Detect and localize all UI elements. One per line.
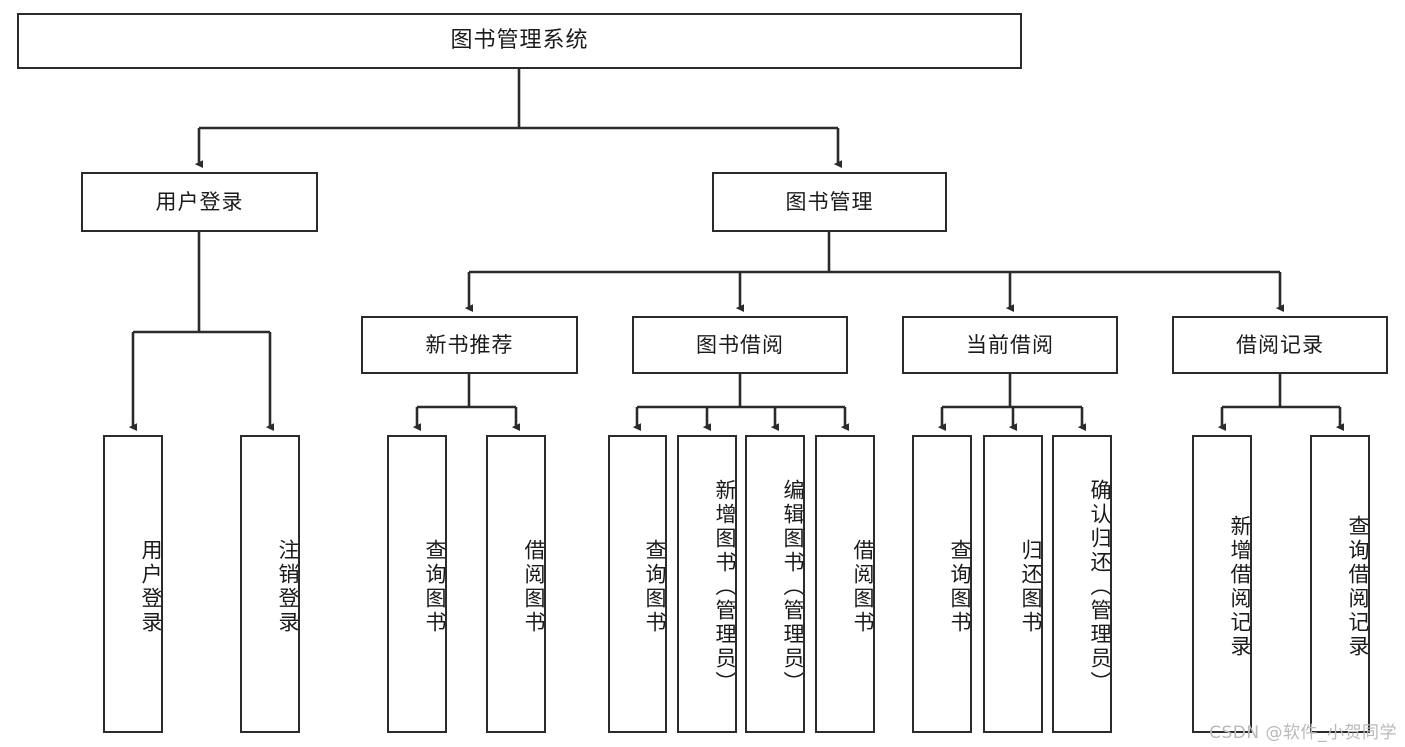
leaf-add-borrow-record[interactable]: 新增借阅记录 [1192,435,1252,733]
leaf-edit-book-admin[interactable]: 编辑图书（管理员） [745,435,805,733]
node-label: 用户登录 [139,539,163,635]
node-label: 新增图书（管理员） [713,479,737,695]
node-label: 图书管理 [785,189,874,214]
leaf-add-book-admin[interactable]: 新增图书（管理员） [677,435,737,733]
node-label: 新书推荐 [425,332,514,357]
node-label: 注销登录 [276,539,300,635]
node-label: 用户登录 [155,189,244,214]
node-label: 查询图书 [643,539,667,635]
leaf-query-books-recommend[interactable]: 查询图书 [387,435,447,733]
leaf-confirm-return-admin[interactable]: 确认归还（管理员） [1052,435,1112,733]
node-book-management[interactable]: 图书管理 [712,172,947,232]
leaf-return-books[interactable]: 归还图书 [983,435,1043,733]
leaf-borrow-books-recommend[interactable]: 借阅图书 [486,435,546,733]
node-user-login[interactable]: 用户登录 [81,172,318,232]
node-label: 确认归还（管理员） [1088,479,1112,695]
node-root[interactable]: 图书管理系统 [17,13,1022,69]
node-label: 查询借阅记录 [1346,515,1370,659]
node-current-borrow[interactable]: 当前借阅 [902,316,1118,374]
leaf-logout[interactable]: 注销登录 [240,435,300,733]
node-label: 借阅图书 [522,539,546,635]
node-label: 查询图书 [423,539,447,635]
leaf-query-borrow-record[interactable]: 查询借阅记录 [1310,435,1370,733]
node-label: 归还图书 [1019,539,1043,635]
node-label: 编辑图书（管理员） [781,479,805,695]
leaf-query-books-current[interactable]: 查询图书 [912,435,972,733]
node-book-borrow[interactable]: 图书借阅 [632,316,848,374]
node-label: 查询图书 [948,539,972,635]
leaf-query-books-borrow[interactable]: 查询图书 [608,435,667,733]
leaf-borrow-books[interactable]: 借阅图书 [815,435,875,733]
leaf-user-login[interactable]: 用户登录 [103,435,163,733]
node-borrow-record[interactable]: 借阅记录 [1172,316,1388,374]
node-label: 当前借阅 [966,332,1054,357]
node-label: 借阅图书 [851,539,875,635]
watermark: CSDN @软件_小贺同学 [1209,723,1397,743]
node-new-book-recommend[interactable]: 新书推荐 [361,316,578,374]
node-label: 新增借阅记录 [1228,515,1252,659]
node-label: 借阅记录 [1236,332,1324,357]
node-label: 图书管理系统 [450,28,589,53]
node-label: 图书借阅 [696,332,784,357]
